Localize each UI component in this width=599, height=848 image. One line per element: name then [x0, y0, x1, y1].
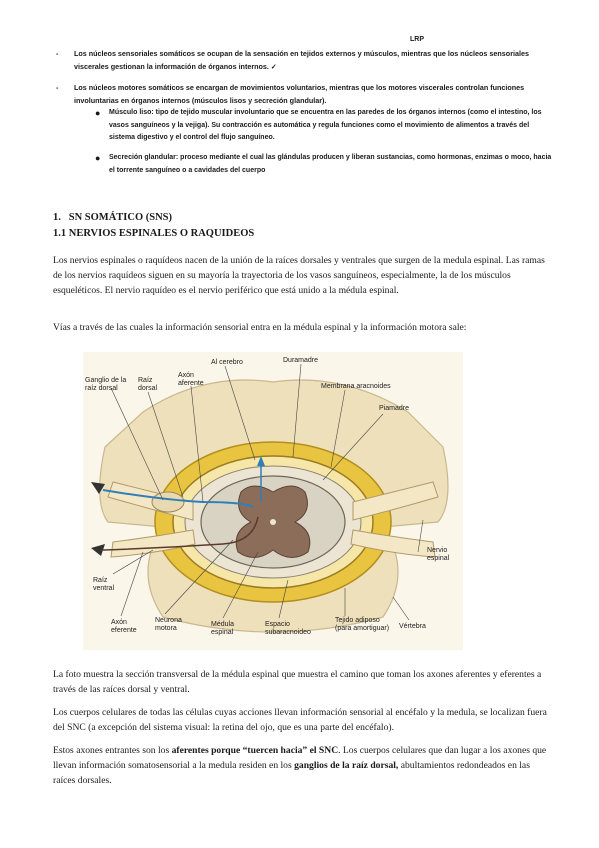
- label-duramadre: Duramadre: [283, 357, 318, 364]
- sub-bullet-text: Secreción glandular: proceso mediante el…: [109, 154, 552, 174]
- sub-bullet-item: ● Músculo liso: tipo de tejido muscular …: [95, 107, 557, 145]
- ventral-root-right: [350, 529, 436, 558]
- label-al-cerebro: Al cerebro: [211, 359, 243, 366]
- afferent-axon: [102, 489, 254, 508]
- bullet-dot-icon: ●: [95, 153, 101, 163]
- label-tejido-1: Tejido adiposo: [335, 617, 380, 624]
- subsection-heading: 1.1 NERVIOS ESPINALES O RAQUIDEOS: [53, 228, 254, 239]
- bullet-marker: -: [56, 83, 59, 92]
- paragraph-2: Vías a través de las cuales la informaci…: [53, 322, 467, 333]
- label-tejido-2: (para amortiguar): [335, 625, 389, 632]
- p5-part-d: axones que llevan información somatosens…: [53, 745, 547, 771]
- bullet-text: Los núcleos sensoriales somáticos se ocu…: [74, 49, 529, 71]
- label-aferente: aferente: [178, 380, 204, 387]
- arrow-out-icon: [91, 544, 105, 556]
- label-neurona: Neurona: [155, 617, 182, 624]
- label-espacio: Espacio: [265, 621, 290, 628]
- p5-part-f: abultamientos redondeados en las raíces …: [53, 759, 530, 786]
- paragraph-4: Los cuerpos celulares de todas las célul…: [53, 707, 547, 733]
- bullet-text: Los núcleos motores somáticos se encarga…: [74, 83, 525, 105]
- bullet-item: - Los núcleos sensoriales somáticos se o…: [56, 47, 556, 73]
- bullet-dot-icon: ●: [95, 108, 101, 118]
- arrow-in-icon: [91, 482, 105, 494]
- sub-bullet-text: Músculo liso: tipo de tejido muscular in…: [109, 109, 542, 141]
- label-axon-eferente-1: Axón: [111, 619, 127, 626]
- leader-lines: [110, 363, 424, 621]
- label-espinal: espinal: [427, 555, 450, 562]
- spinal-cord-figure: Al cerebro Duramadre Axón aferente Raíz …: [83, 352, 463, 650]
- ventral-root-left: [110, 529, 196, 558]
- bullet-marker: -: [56, 49, 59, 58]
- section-title: SN SOMÁTICO (SNS): [68, 212, 173, 223]
- p5-bold-b: aferentes porque “tuercen hacia” el SNC: [171, 745, 339, 756]
- label-dorsal: dorsal: [138, 385, 158, 392]
- label-ganglio-1: Ganglio de la: [85, 377, 126, 384]
- subsection-title: NERVIOS ESPINALES O RAQUIDEOS: [68, 228, 255, 239]
- p5-part-a: Estos axones entrantes son los: [53, 745, 172, 756]
- label-axon-eferente-2: eferente: [111, 627, 137, 634]
- label-medula: Médula: [211, 621, 234, 628]
- label-raiz-ventral-1: Raíz: [93, 577, 108, 584]
- paragraph-5: Estos axones entrantes son los aferentes…: [53, 744, 551, 788]
- label-membrana: Membrana aracnoides: [321, 383, 391, 390]
- section-number: 1.: [53, 212, 61, 223]
- label-nervio: Nervio: [427, 547, 447, 554]
- up-arrow-icon: [257, 456, 265, 466]
- label-ganglio-2: raíz dorsal: [85, 385, 118, 392]
- label-piamadre: Piamadre: [379, 405, 409, 412]
- label-vertebra: Vértebra: [399, 623, 426, 630]
- sub-bullet-item: ● Secreción glandular: proceso mediante …: [95, 152, 557, 177]
- p5-part-c: . Los cuerpos celulares que dan lugar a …: [338, 745, 501, 756]
- central-canal: [270, 519, 276, 525]
- dorsal-root-right: [352, 481, 439, 521]
- header-initials: LRP: [410, 36, 424, 43]
- spinal-cord-diagram: Al cerebro Duramadre Axón aferente Raíz …: [83, 352, 463, 650]
- label-motora: motora: [155, 625, 177, 632]
- label-raiz-ventral-2: ventral: [93, 585, 114, 592]
- efferent-axon: [102, 516, 259, 551]
- subsection-number: 1.1: [53, 228, 67, 239]
- bullet-item: - Los núcleos motores somáticos se encar…: [56, 81, 556, 107]
- label-subaracnoideo: subaracnoideo: [265, 629, 311, 636]
- paragraph-3: La foto muestra la sección transversal d…: [53, 669, 542, 695]
- section-heading: 1. SN SOMÁTICO (SNS): [53, 212, 172, 223]
- label-medula-espinal: espinal: [211, 629, 234, 636]
- paragraph-1: Los nervios espinales o raquídeos nacen …: [53, 255, 545, 296]
- p5-bold-e: ganglios de la raíz dorsal,: [294, 759, 399, 771]
- dorsal-root-ganglion: [151, 491, 185, 513]
- label-axon: Axón: [178, 372, 194, 379]
- label-raiz: Raíz: [138, 377, 153, 384]
